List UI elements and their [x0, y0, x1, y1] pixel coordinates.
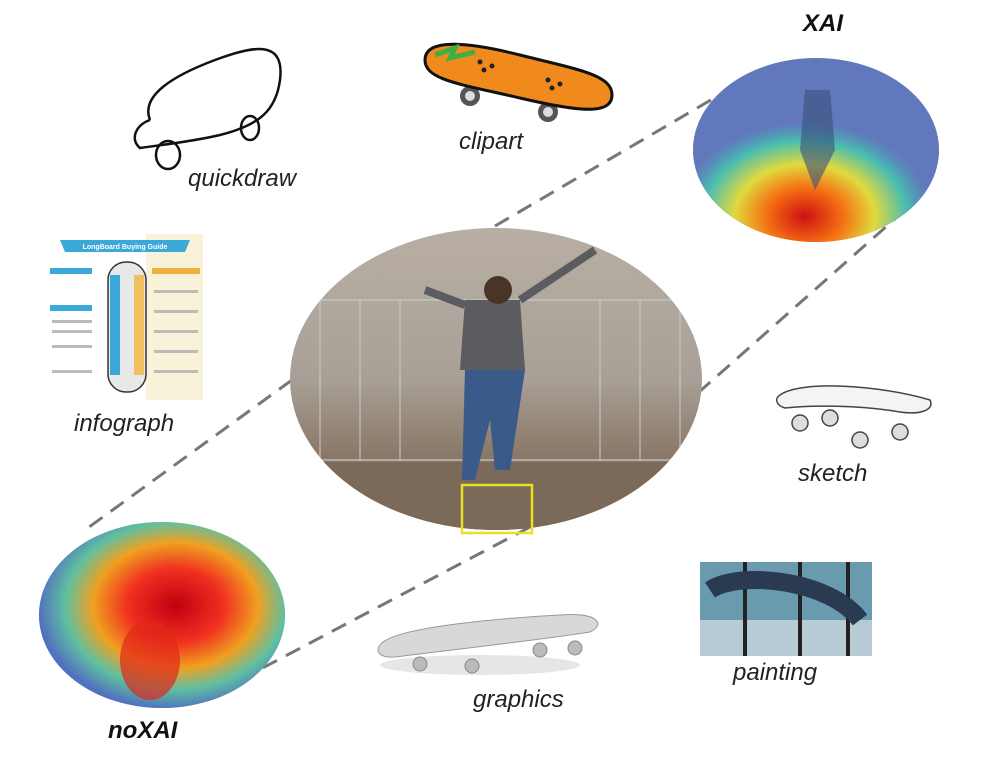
- label-noxai: noXAI: [108, 717, 178, 744]
- graphics-image: [377, 614, 599, 675]
- label-xai: XAI: [803, 10, 844, 37]
- painting-image: [700, 562, 872, 656]
- label-sketch: sketch: [798, 460, 868, 487]
- noxai-heatmap-image: [39, 522, 285, 708]
- dashed-connectors: [84, 88, 906, 674]
- label-clipart: clipart: [459, 128, 524, 155]
- infograph-title: LongBoard Buying Guide: [83, 244, 168, 251]
- connector-noxai-top: [84, 378, 293, 532]
- label-painting: painting: [733, 659, 818, 686]
- label-graphics: graphics: [473, 686, 564, 713]
- highlight-box: [460, 483, 534, 535]
- sketch-image: [775, 385, 932, 449]
- label-infograph: infograph: [74, 410, 175, 437]
- label-quickdraw: quickdraw: [188, 165, 297, 192]
- quickdraw-image: [133, 47, 282, 171]
- clipart-image: [423, 42, 614, 122]
- connector-xai-bottom: [689, 208, 906, 402]
- xai-heatmap-image: [693, 58, 939, 242]
- connector-xai-top: [494, 88, 729, 228]
- main-photo: [290, 228, 702, 530]
- infograph-image: LongBoard Buying Guide: [47, 234, 203, 400]
